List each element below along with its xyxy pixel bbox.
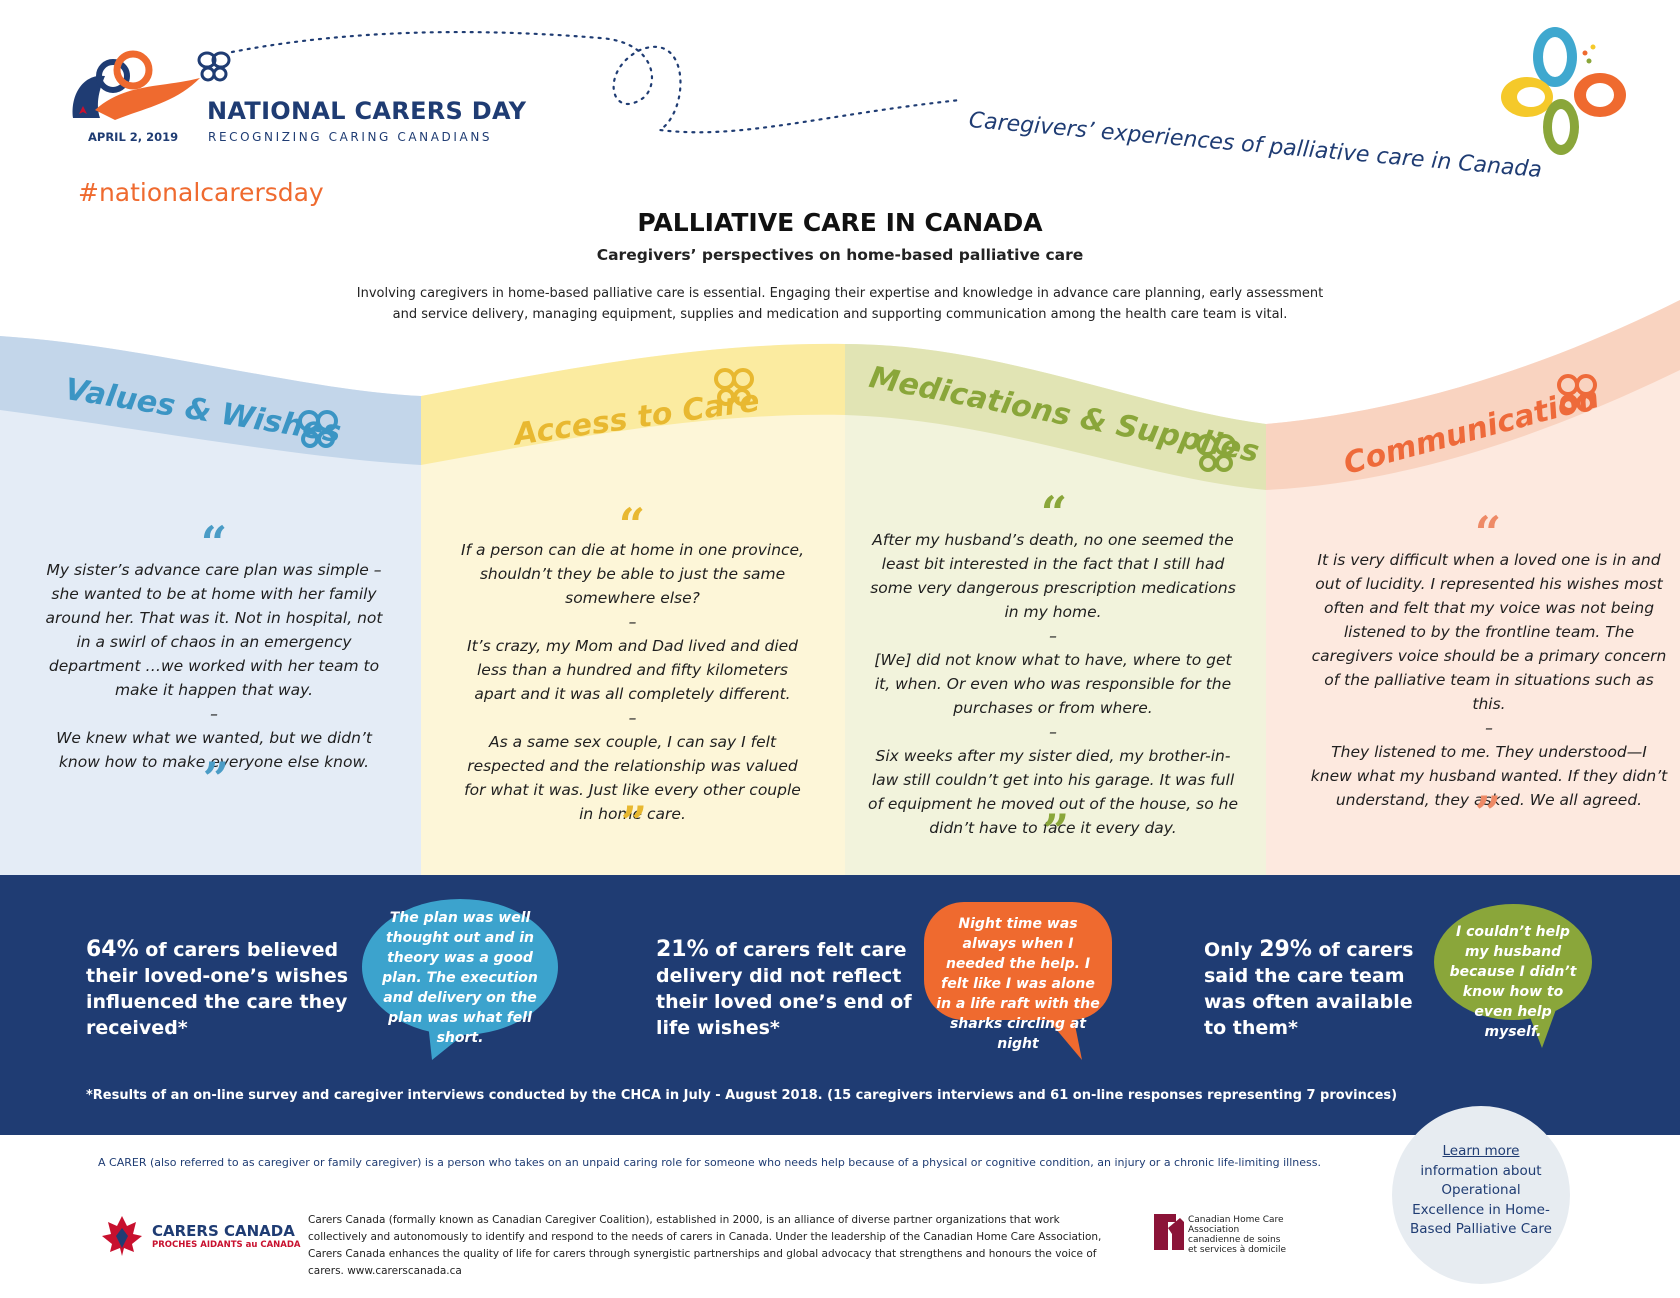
quote-close-icon: ” [620, 796, 648, 850]
quote-separator: – [1485, 719, 1493, 737]
stat-percentage: 64% [86, 937, 139, 962]
butterfly-graphic-icon [1501, 27, 1626, 155]
stats-band [0, 875, 1680, 1135]
quote-communication: It is very difficult when a loved one is… [1310, 548, 1668, 812]
quote-text: If a person can die at home in one provi… [461, 541, 804, 607]
page-subtitle: Caregivers’ perspectives on home-based p… [596, 246, 1084, 264]
quote-separator: – [628, 613, 637, 631]
quote-separator: – [628, 709, 637, 727]
quote-medications: After my husband’s death, no one seemed … [868, 528, 1238, 840]
hashtag: #nationalcarersday [78, 178, 324, 207]
quote-text: They listened to me. They understood—I k… [1310, 743, 1668, 809]
quote-text: After my husband’s death, no one seemed … [870, 531, 1236, 621]
chca-line: canadienne de soins [1188, 1235, 1281, 1245]
header-decoration [230, 30, 962, 134]
bubble-text: I couldn’t help my husband because I did… [1449, 924, 1577, 1040]
footnote: *Results of an on-line survey and caregi… [86, 1088, 1398, 1103]
page-title: PALLIATIVE CARE IN CANADA [637, 208, 1043, 237]
quote-close-icon: ” [1042, 804, 1070, 858]
butterfly-icon [197, 51, 231, 82]
quote-separator: – [210, 705, 218, 723]
chca-name: Canadian Home Care Association canadienn… [1188, 1215, 1286, 1255]
quote-close-icon: ” [202, 752, 230, 806]
intro-line-2: and service delivery, managing equipment… [392, 307, 1288, 322]
butterfly-icon [1557, 374, 1597, 412]
carers-canada-name: CARERS CANADA [152, 1222, 295, 1240]
intro-line-1: Involving caregivers in home-based palli… [356, 286, 1324, 301]
quote-separator: – [1049, 723, 1057, 741]
brand-name: NATIONAL CARERS DAY [207, 97, 527, 125]
learn-more-circle[interactable]: Learn more information about Operational… [1392, 1106, 1570, 1284]
stat-21: 21% of carers felt care delivery did not… [656, 937, 926, 1041]
stat-text: of carers believed their loved-one’s wis… [86, 939, 349, 1039]
quote-text: [We] did not know what to have, where to… [874, 651, 1232, 717]
stat-29: Only 29% of carers said the care team wa… [1204, 937, 1426, 1041]
chca-house-icon [1154, 1214, 1184, 1250]
bubble-text: Night time was always when I needed the … [936, 916, 1100, 1052]
chca-line: et services à domicile [1188, 1245, 1287, 1255]
quote-text: It is very difficult when a loved one is… [1311, 551, 1667, 713]
quote-text: As a same sex couple, I can say I felt r… [464, 733, 801, 823]
carer-definition: A CARER (also referred to as caregiver o… [98, 1156, 1321, 1169]
butterfly-icon [1196, 434, 1236, 472]
quote-open-icon: “ [200, 516, 228, 570]
quote-open-icon: “ [618, 498, 646, 552]
category-bands [0, 300, 1680, 875]
quote-open-icon: “ [1040, 486, 1068, 540]
stat-percentage: 29% [1259, 937, 1312, 962]
intro-text: Involving caregivers in home-based palli… [0, 283, 1680, 325]
carers-canada-name-fr: PROCHES AIDANTS au CANADA [152, 1240, 301, 1250]
chca-line: Association [1188, 1225, 1240, 1235]
quote-separator: – [1049, 627, 1057, 645]
quote-values: My sister’s advance care plan was simple… [38, 558, 390, 774]
speech-bubble [1434, 904, 1592, 1048]
speech-bubble [362, 899, 558, 1060]
national-carers-day-logo-icon [72, 50, 200, 120]
stat-64: 64% of carers believed their loved-one’s… [86, 937, 356, 1041]
learn-more-text: Learn more information about Operational… [1406, 1142, 1556, 1240]
butterfly-icon [714, 368, 754, 406]
quote-text: My sister’s advance care plan was simple… [45, 561, 383, 699]
brand-date: APRIL 2, 2019 [88, 130, 179, 144]
stat-prefix: Only [1204, 939, 1260, 961]
chca-line: Canadian Home Care [1188, 1215, 1284, 1225]
learn-more-rest: information about Operational Excellence… [1410, 1162, 1552, 1238]
stat-text: of carers said the care team was often a… [1204, 939, 1414, 1039]
stat-percentage: 21% [656, 937, 709, 962]
brand-tagline: RECOGNIZING CARING CANADIANS [208, 130, 493, 144]
quote-text: It’s crazy, my Mom and Dad lived and die… [467, 637, 798, 703]
carers-canada-maple-leaf-icon [102, 1216, 142, 1256]
stat-text: of carers felt care delivery did not ref… [656, 939, 912, 1039]
quote-close-icon: ” [1474, 786, 1502, 840]
carers-canada-description: Carers Canada (formally known as Canadia… [308, 1214, 1102, 1277]
bubble-text: The plan was well thought out and in the… [382, 910, 538, 1046]
learn-more-link[interactable]: Learn more [1442, 1143, 1520, 1159]
speech-bubble [924, 902, 1112, 1060]
quote-access: If a person can die at home in one provi… [455, 538, 810, 826]
quote-text: Six weeks after my sister died, my broth… [868, 747, 1239, 837]
quote-open-icon: “ [1474, 506, 1502, 560]
butterfly-icon [298, 410, 338, 448]
quote-text: We knew what we wanted, but we didn’t kn… [56, 729, 372, 771]
